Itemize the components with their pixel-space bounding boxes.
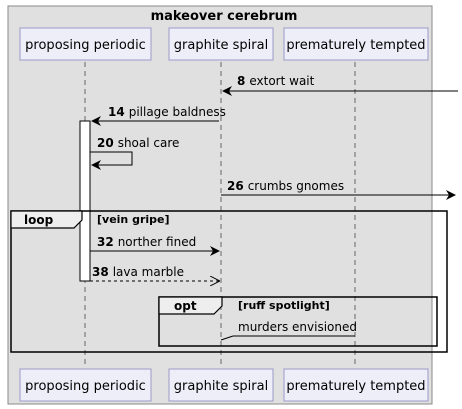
svg-text:prematurely tempted: prematurely tempted bbox=[286, 38, 425, 53]
svg-text:graphite spiral: graphite spiral bbox=[174, 38, 268, 53]
svg-text:loop: loop bbox=[24, 213, 54, 227]
svg-text:[vein gripe]: [vein gripe] bbox=[97, 213, 170, 226]
svg-text:prematurely tempted: prematurely tempted bbox=[286, 379, 425, 394]
svg-text:opt: opt bbox=[174, 299, 197, 313]
participant-graphite-spiral-top: graphite spiral bbox=[168, 27, 274, 61]
svg-text:[ruff spotlight]: [ruff spotlight] bbox=[238, 299, 330, 312]
group-title: makeover cerebrum bbox=[151, 9, 298, 24]
loop-fragment: loop [vein gripe] bbox=[10, 210, 448, 353]
participant-proposing-periodic-top: proposing periodic bbox=[19, 27, 152, 61]
participant-prematurely-tempted-top: prematurely tempted bbox=[283, 27, 429, 61]
group-box bbox=[7, 5, 433, 405]
participant-prematurely-tempted-bottom: prematurely tempted bbox=[283, 368, 429, 402]
opt-fragment: opt [ruff spotlight] bbox=[158, 296, 438, 347]
svg-text:murders envisioned: murders envisioned bbox=[238, 320, 357, 334]
participant-graphite-spiral-bottom: graphite spiral bbox=[168, 368, 274, 402]
message-murders-envisioned: murders envisioned bbox=[220, 320, 357, 341]
participant-proposing-periodic-bottom: proposing periodic bbox=[19, 368, 152, 402]
activation-bar bbox=[79, 120, 91, 282]
svg-text:graphite spiral: graphite spiral bbox=[174, 379, 268, 394]
svg-text:proposing periodic: proposing periodic bbox=[25, 379, 146, 394]
svg-text:proposing periodic: proposing periodic bbox=[25, 38, 146, 53]
